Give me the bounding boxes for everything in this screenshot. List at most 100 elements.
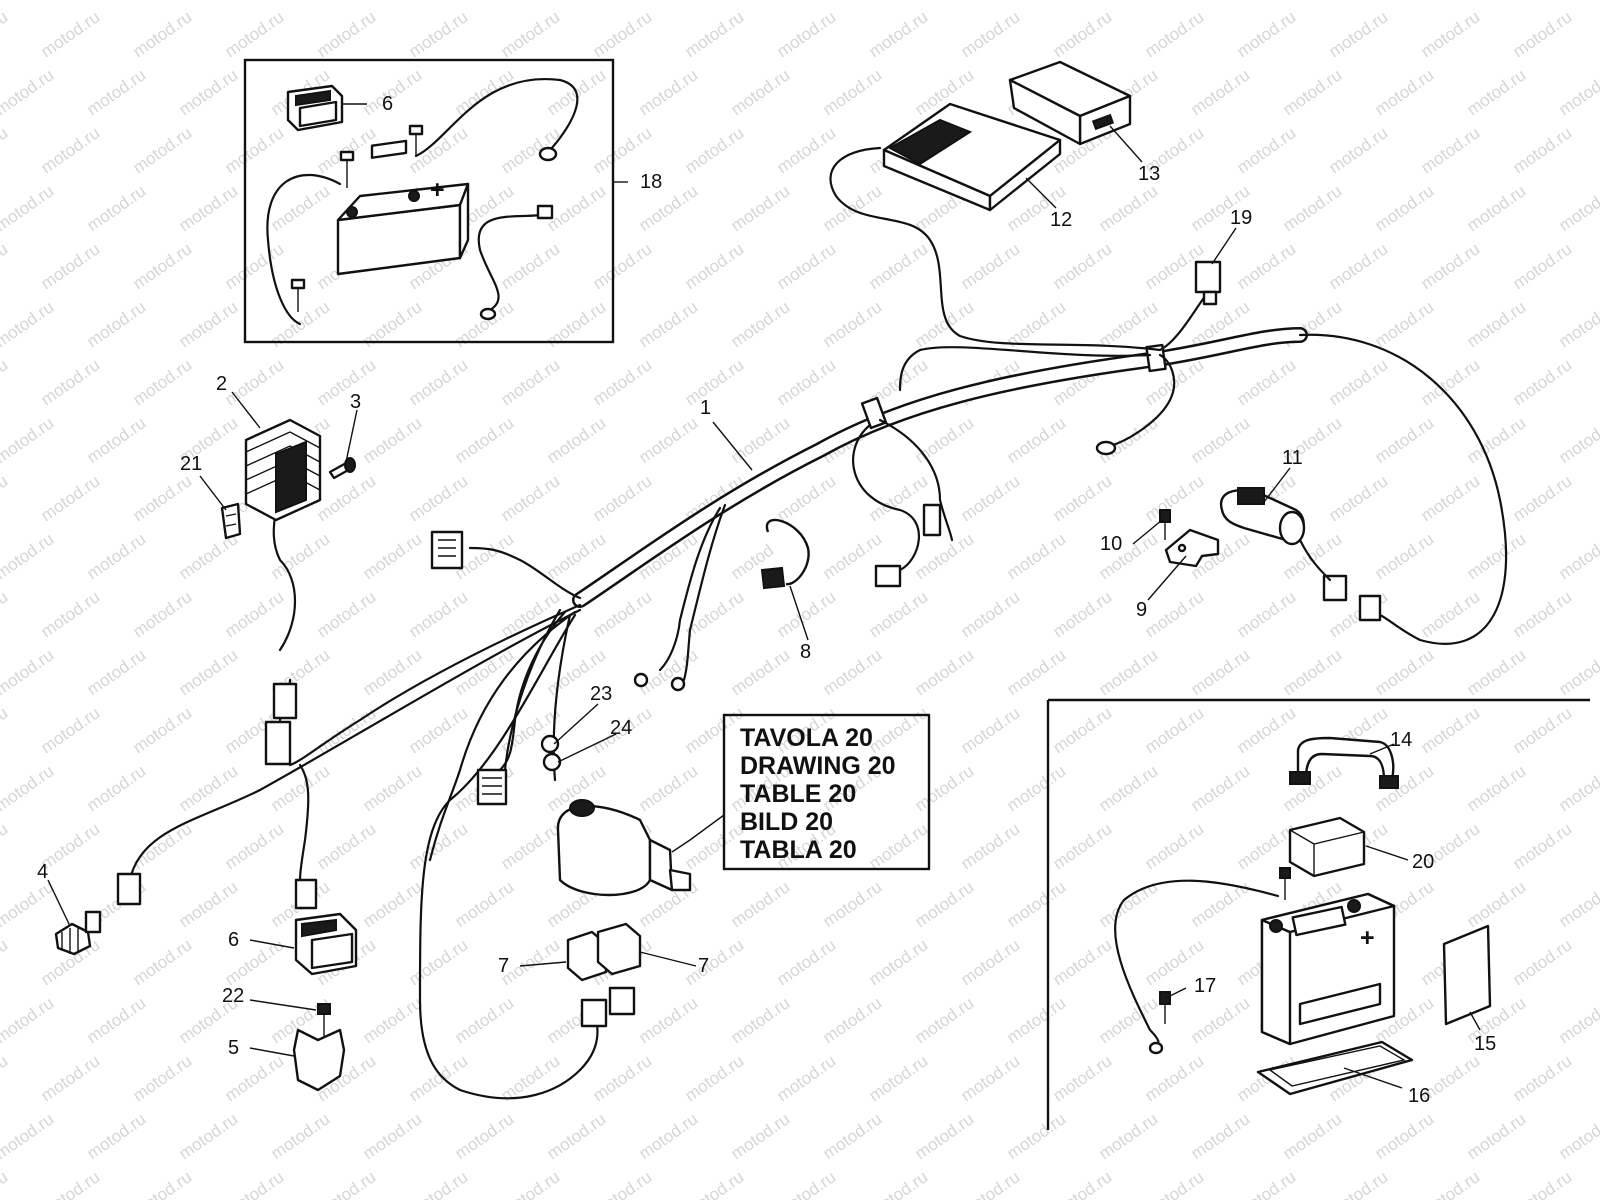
watermark-text: motod.ru bbox=[911, 1109, 977, 1163]
watermark-text: motod.ru bbox=[1371, 65, 1437, 119]
watermark-text: motod.ru bbox=[1095, 645, 1161, 699]
watermark-text: motod.ru bbox=[865, 1167, 931, 1200]
watermark-text: motod.ru bbox=[451, 1109, 517, 1163]
watermark-text: motod.ru bbox=[83, 297, 149, 351]
watermark-text: motod.ru bbox=[359, 1109, 425, 1163]
watermark-text: motod.ru bbox=[681, 703, 747, 757]
watermark-text: motod.ru bbox=[175, 0, 241, 3]
watermark-text: motod.ru bbox=[681, 1051, 747, 1105]
battery-plus: + bbox=[1360, 924, 1375, 952]
watermark-text: motod.ru bbox=[1187, 761, 1253, 815]
watermark-text: motod.ru bbox=[1279, 645, 1345, 699]
watermark-text: motod.ru bbox=[83, 413, 149, 467]
watermark-text: motod.ru bbox=[1555, 297, 1600, 351]
watermark-text: motod.ru bbox=[221, 7, 287, 61]
connector-multi-pin-1 bbox=[430, 530, 464, 570]
watermark-text: motod.ru bbox=[773, 239, 839, 293]
watermark-text: motod.ru bbox=[497, 471, 563, 525]
watermark-text: motod.ru bbox=[313, 7, 379, 61]
leader-lines bbox=[47, 103, 1481, 1089]
watermark-text: motod.ru bbox=[819, 645, 885, 699]
watermark-text: motod.ru bbox=[589, 7, 655, 61]
watermark-text: motod.ru bbox=[451, 413, 517, 467]
watermark-text: motod.ru bbox=[819, 65, 885, 119]
watermark-text: motod.ru bbox=[1509, 1167, 1575, 1200]
connector-part-19 bbox=[1194, 260, 1222, 294]
watermark-text: motod.ru bbox=[83, 181, 149, 235]
watermark-text: motod.ru bbox=[37, 703, 103, 757]
watermark-text: motod.ru bbox=[1509, 355, 1575, 409]
battery-plus-inset: + bbox=[430, 176, 445, 204]
watermark-text: motod.ru bbox=[1463, 181, 1529, 235]
callout-3: 3 bbox=[350, 391, 361, 413]
inset-frame-top bbox=[243, 58, 615, 344]
connector-branch-a bbox=[922, 503, 942, 537]
callout-7-right: 7 bbox=[698, 955, 709, 977]
watermark-text: motod.ru bbox=[1141, 1051, 1207, 1105]
watermark-text: motod.ru bbox=[1417, 587, 1483, 641]
watermark-text: motod.ru bbox=[0, 181, 57, 235]
watermark-text: motod.ru bbox=[635, 761, 701, 815]
starter-relays-part-7 bbox=[566, 922, 642, 1028]
watermark-text: motod.ru bbox=[1509, 935, 1575, 989]
watermark-text: motod.ru bbox=[129, 1051, 195, 1105]
watermark-text: motod.ru bbox=[543, 0, 609, 3]
watermark-text: motod.ru bbox=[37, 471, 103, 525]
watermark-text: motod.ru bbox=[865, 935, 931, 989]
watermark-text: motod.ru bbox=[1233, 123, 1299, 177]
watermark-text: motod.ru bbox=[129, 587, 195, 641]
watermark-text: motod.ru bbox=[727, 645, 793, 699]
watermark-text: motod.ru bbox=[405, 587, 471, 641]
watermark-text: motod.ru bbox=[911, 413, 977, 467]
watermark-text: motod.ru bbox=[543, 1109, 609, 1163]
control-unit-part-12 bbox=[882, 102, 1062, 212]
watermark-text: motod.ru bbox=[497, 355, 563, 409]
callout-5: 5 bbox=[228, 1037, 239, 1059]
watermark-text: motod.ru bbox=[1509, 819, 1575, 873]
watermark-text: motod.ru bbox=[0, 935, 11, 989]
watermark-text: motod.ru bbox=[267, 1109, 333, 1163]
relay-part-6 bbox=[294, 912, 358, 976]
watermark-text: motod.ru bbox=[589, 355, 655, 409]
watermark-text: motod.ru bbox=[635, 65, 701, 119]
watermark-text: motod.ru bbox=[1095, 993, 1161, 1047]
watermark-text: motod.ru bbox=[681, 587, 747, 641]
watermark-text: motod.ru bbox=[635, 413, 701, 467]
watermark-text: motod.ru bbox=[0, 297, 57, 351]
callout-4: 4 bbox=[37, 861, 48, 883]
watermark-text: motod.ru bbox=[37, 1051, 103, 1105]
watermark-text: motod.ru bbox=[359, 0, 425, 3]
washer-part-23 bbox=[540, 734, 560, 754]
watermark-text: motod.ru bbox=[1325, 239, 1391, 293]
watermark-text: motod.ru bbox=[681, 1167, 747, 1200]
watermark-text: motod.ru bbox=[773, 1051, 839, 1105]
harness-connectors bbox=[116, 260, 1382, 910]
watermark-text: motod.ru bbox=[83, 993, 149, 1047]
watermark-text: motod.ru bbox=[0, 123, 11, 177]
watermark-text: motod.ru bbox=[543, 529, 609, 583]
cable-positive-inset bbox=[414, 77, 579, 158]
bolts-inset bbox=[290, 124, 424, 312]
watermark-text: motod.ru bbox=[451, 993, 517, 1047]
watermark-text: motod.ru bbox=[1233, 355, 1299, 409]
watermark-text: motod.ru bbox=[1141, 703, 1207, 757]
watermark-text: motod.ru bbox=[129, 123, 195, 177]
watermark-text: motod.ru bbox=[175, 65, 241, 119]
watermark-text: motod.ru bbox=[727, 181, 793, 235]
voltage-regulator-part-2 bbox=[244, 418, 322, 522]
watermark-text: motod.ru bbox=[1279, 0, 1345, 3]
callout-21: 21 bbox=[180, 453, 202, 475]
watermark-text: motod.ru bbox=[1233, 587, 1299, 641]
watermark-text: motod.ru bbox=[1371, 645, 1437, 699]
label-part-15 bbox=[1442, 924, 1492, 1026]
watermark-text: motod.ru bbox=[1555, 1109, 1600, 1163]
screw-part-3 bbox=[328, 457, 356, 480]
watermark-text: motod.ru bbox=[451, 877, 517, 931]
sensor-part-4 bbox=[54, 910, 102, 956]
watermark-text: motod.ru bbox=[129, 471, 195, 525]
watermark-text: motod.ru bbox=[1463, 877, 1529, 931]
connector-ignition-coil-b bbox=[1358, 594, 1382, 622]
connector-multi-pin-2 bbox=[476, 768, 508, 806]
watermark-text: motod.ru bbox=[1555, 877, 1600, 931]
watermark-text: motod.ru bbox=[1325, 1167, 1391, 1200]
